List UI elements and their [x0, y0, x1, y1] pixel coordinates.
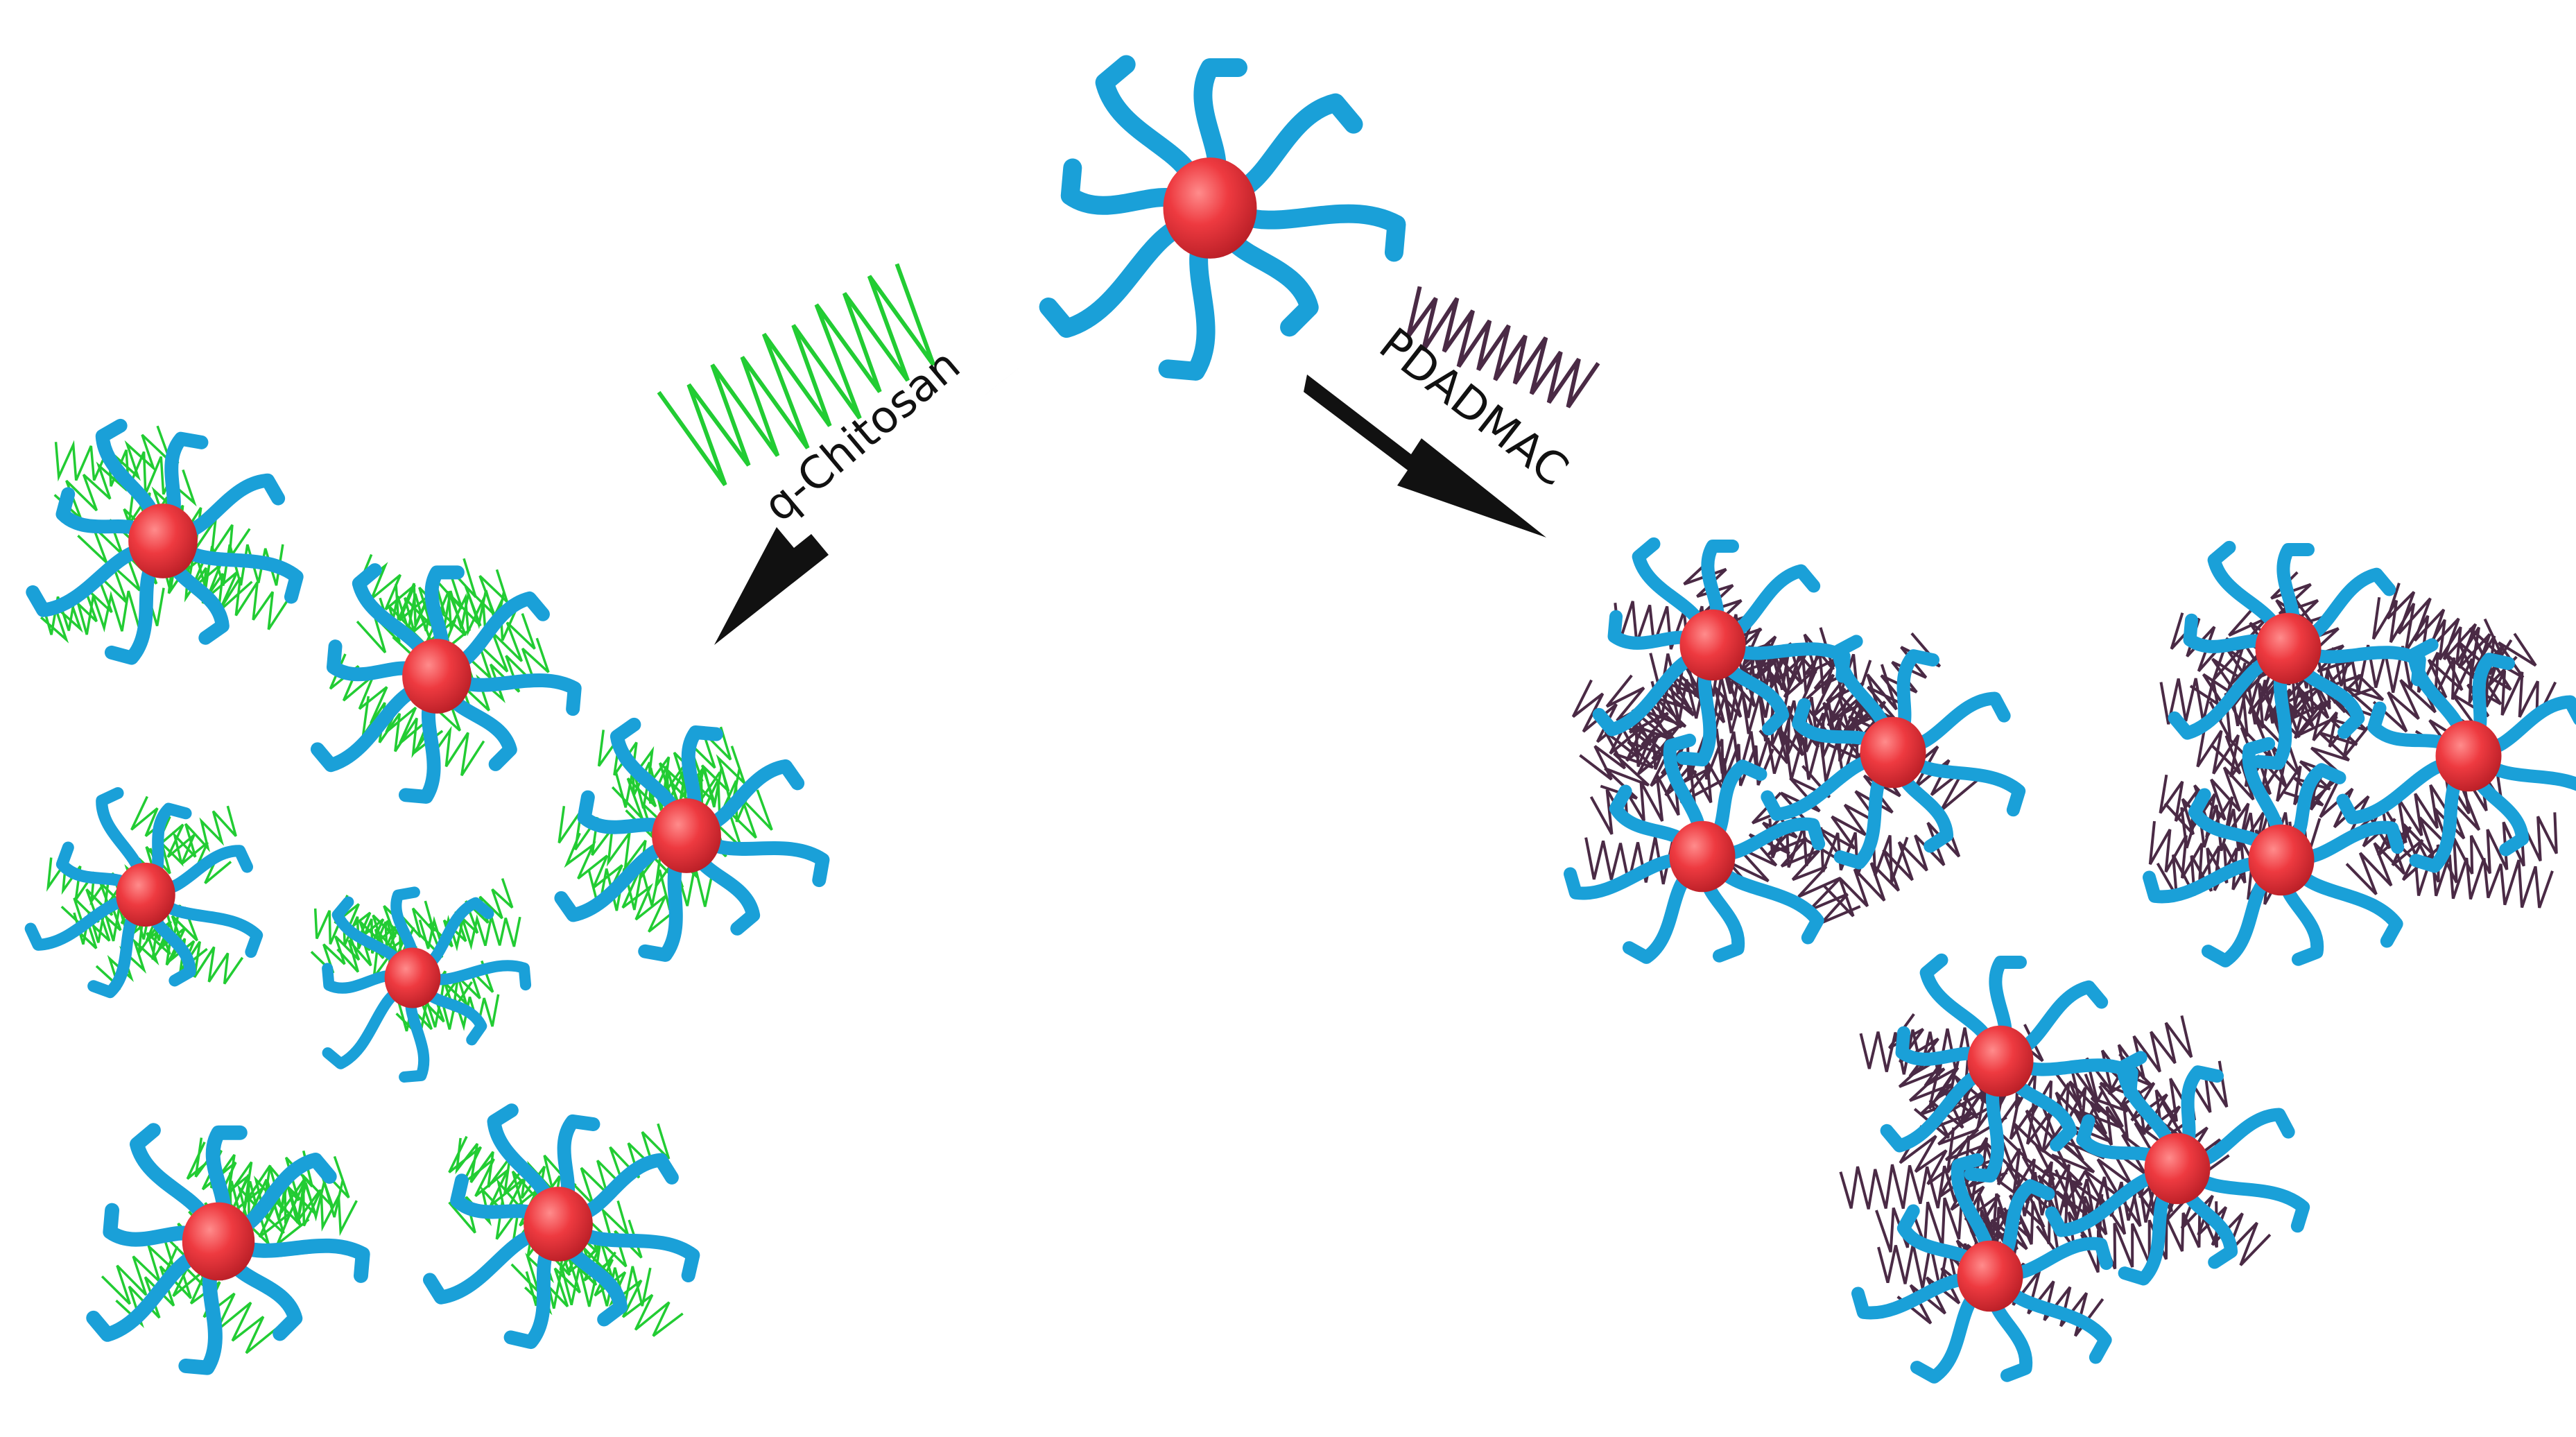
star-core: [2144, 1133, 2211, 1205]
star-polymer: [422, 1103, 700, 1350]
star-core: [524, 1187, 593, 1262]
star-core: [2255, 612, 2322, 685]
star-core: [128, 504, 198, 578]
chitosan-strand: [566, 1235, 684, 1337]
star-core: [384, 947, 441, 1008]
arrow-to-pdadmac: [1304, 375, 1546, 537]
pdadmac-aggregates-group: [1564, 537, 2576, 1384]
chitosan-strand: [40, 546, 158, 644]
star-polymer: [1761, 635, 2026, 870]
star-polymer: [2168, 540, 2426, 771]
pdadmac-strand: [2386, 583, 2518, 687]
star-polymer: [2336, 638, 2576, 873]
pdadmac-strand: [2159, 678, 2301, 728]
star-polymer: [554, 717, 830, 962]
star-polymer: [310, 563, 582, 804]
star-core: [182, 1202, 255, 1281]
pdadmac-chain-line: [1406, 286, 1600, 408]
chitosan-strand: [229, 1172, 358, 1237]
star-core: [1967, 1025, 2034, 1097]
chitosan-chain-icon: [657, 263, 936, 486]
pdadmac-network: [2148, 571, 2558, 909]
star-core: [1669, 820, 1736, 893]
free-star-polymer: [1039, 55, 1406, 381]
chitosan-strand: [455, 1137, 577, 1216]
chitosan-strand: [587, 866, 714, 911]
pdadmac-strand: [2372, 618, 2505, 733]
chitosan-chain-line: [657, 263, 936, 486]
pdadmac-strand: [2054, 1015, 2193, 1109]
star-core: [1679, 609, 1746, 681]
chitosan-complexes-group: [24, 418, 830, 1375]
star-core: [2248, 824, 2315, 896]
star-polymer: [2143, 737, 2405, 967]
star-polymer: [1592, 537, 1851, 767]
chitosan-strand: [418, 914, 521, 952]
star-polymer: [322, 886, 532, 1083]
star-polymer: [1564, 733, 1826, 964]
star-polymer: [1039, 55, 1406, 381]
star-core: [652, 798, 721, 873]
pdadmac-strand: [1768, 818, 1909, 883]
star-core: [1957, 1240, 2023, 1312]
pdadmac-strand: [2413, 852, 2554, 909]
chitosan-strand: [611, 726, 732, 820]
star-core: [116, 862, 175, 927]
pdadmac-strand: [2089, 1060, 2229, 1146]
star-core: [1860, 716, 1926, 789]
star-polymer: [26, 418, 304, 665]
star-polymer: [1851, 1153, 2113, 1384]
star-core: [402, 639, 472, 714]
star-polymer: [2045, 1051, 2310, 1286]
pdadmac-strand: [2371, 596, 2513, 676]
star-core: [1163, 157, 1257, 259]
pdadmac-chain-icon: [1406, 286, 1600, 408]
chitosan-strand: [310, 897, 407, 974]
star-polymer: [24, 787, 263, 999]
chitosan-strand: [417, 878, 514, 958]
chitosan-strand: [313, 908, 415, 958]
chitosan-strand: [54, 440, 180, 495]
star-polymer: [86, 1123, 370, 1375]
star-core: [2435, 720, 2502, 792]
arrow-to-chitosan: [714, 368, 1019, 645]
star-polymer: [1880, 953, 2138, 1183]
